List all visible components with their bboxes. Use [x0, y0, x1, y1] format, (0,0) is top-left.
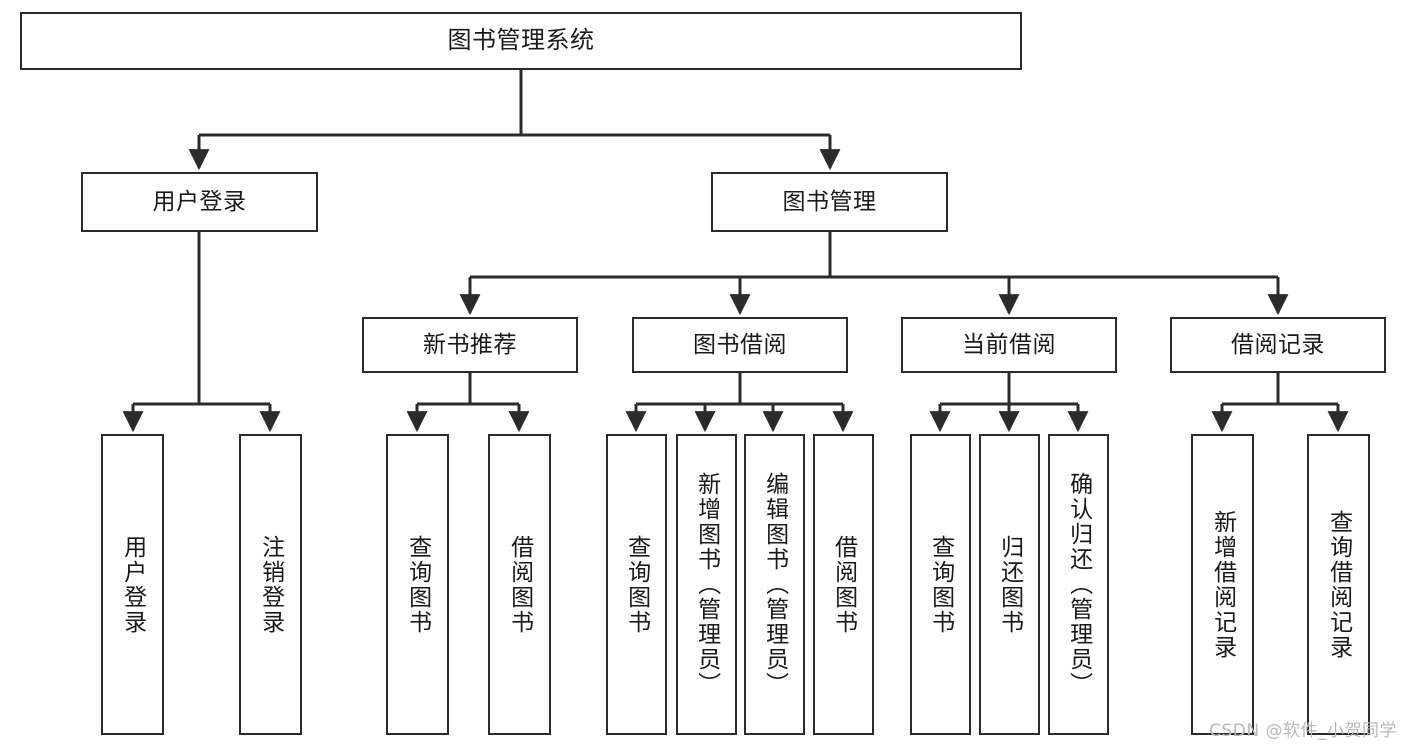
leaf-borrow-borrow-books[interactable]: 借阅图书: [813, 434, 874, 735]
node-label: 图书管理系统: [447, 26, 595, 55]
leaf-borrow-query-books[interactable]: 查询图书: [606, 434, 667, 735]
leaf-new-book-borrow-books[interactable]: 借阅图书: [488, 434, 551, 735]
node-label: 当前借阅: [962, 331, 1056, 358]
leaf-current-return-books[interactable]: 归还图书: [979, 434, 1040, 735]
node-label: 图书管理: [782, 188, 877, 215]
node-label: 查询图书: [623, 534, 650, 635]
node-label: 借阅记录: [1231, 331, 1325, 358]
leaf-current-confirm-return-admin[interactable]: 确认归还（管理员）: [1048, 434, 1109, 735]
node-user-login[interactable]: 用户登录: [81, 172, 318, 232]
node-label: 确认归还（管理员）: [1065, 472, 1092, 697]
leaf-records-query-record[interactable]: 查询借阅记录: [1307, 434, 1370, 735]
leaf-borrow-edit-book-admin[interactable]: 编辑图书（管理员）: [744, 434, 805, 735]
node-label: 用户登录: [119, 534, 146, 635]
node-label: 查询图书: [404, 534, 431, 635]
node-book-borrowing[interactable]: 图书借阅: [632, 317, 848, 373]
node-label: 用户登录: [152, 188, 247, 215]
leaf-user-login-sign-in[interactable]: 用户登录: [101, 434, 164, 735]
leaf-current-query-books[interactable]: 查询图书: [910, 434, 971, 735]
node-book-management[interactable]: 图书管理: [711, 172, 948, 232]
node-root-book-management-system[interactable]: 图书管理系统: [20, 12, 1022, 70]
node-new-book-recommendation[interactable]: 新书推荐: [362, 317, 578, 373]
node-label: 新书推荐: [423, 331, 517, 358]
node-label: 借阅图书: [830, 534, 857, 635]
node-label: 借阅图书: [506, 534, 533, 635]
node-current-borrowing[interactable]: 当前借阅: [901, 317, 1117, 373]
node-label: 注销登录: [257, 534, 284, 635]
node-label: 新增借阅记录: [1209, 509, 1236, 660]
leaf-new-book-query-books[interactable]: 查询图书: [386, 434, 449, 735]
node-label: 编辑图书（管理员）: [761, 472, 788, 697]
leaf-records-add-record[interactable]: 新增借阅记录: [1191, 434, 1254, 735]
node-label: 归还图书: [996, 534, 1023, 635]
node-label: 新增图书（管理员）: [693, 472, 720, 697]
leaf-borrow-add-book-admin[interactable]: 新增图书（管理员）: [676, 434, 737, 735]
node-label: 查询借阅记录: [1325, 509, 1352, 660]
node-label: 查询图书: [927, 534, 954, 635]
csdn-watermark: CSDN @软件_小贺同学: [1209, 721, 1397, 741]
leaf-user-login-sign-out[interactable]: 注销登录: [239, 434, 302, 735]
node-label: 图书借阅: [693, 331, 787, 358]
node-borrowing-records[interactable]: 借阅记录: [1170, 317, 1386, 373]
